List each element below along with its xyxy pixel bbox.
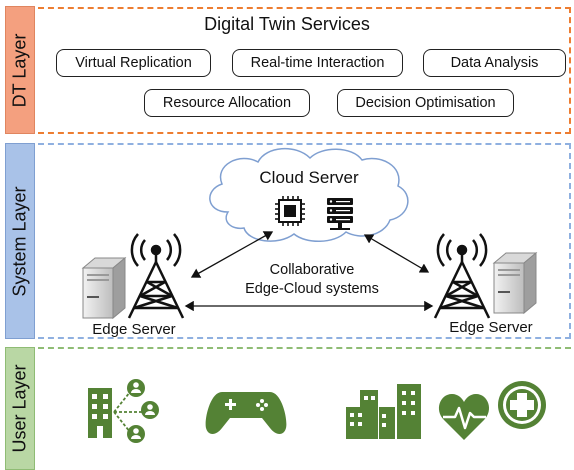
service-virtual-replication: Virtual Replication	[56, 49, 211, 77]
gamepad-icon	[205, 392, 287, 434]
service-decision-optimisation: Decision Optimisation	[337, 89, 514, 117]
user-layer-frame	[38, 347, 571, 467]
medical-cross-icon	[498, 381, 546, 429]
service-real-time-interaction: Real-time Interaction	[232, 49, 403, 77]
cloud-icon	[209, 147, 409, 242]
collaborative-label-line1: Collaborative	[269, 262, 355, 278]
system-layer-frame	[38, 143, 571, 339]
dt-layer-tab: DT Layer	[5, 6, 35, 134]
collaborative-label-line2: Edge-Cloud systems	[245, 281, 379, 297]
edge-server-right-label: Edge Server	[449, 319, 533, 336]
edge-tower-right-icon	[433, 233, 491, 319]
connection-arrows	[184, 231, 434, 312]
dt-layer-frame	[38, 7, 571, 134]
server-stack-icon	[327, 198, 353, 230]
edge-tower-left-icon	[127, 233, 185, 319]
service-resource-allocation: Resource Allocation	[144, 89, 310, 117]
edge-server-right-box-icon	[492, 251, 538, 315]
building-network-icon	[88, 379, 159, 443]
health-heart-icon	[438, 394, 490, 440]
dt-services-title: Digital Twin Services	[204, 14, 370, 34]
cpu-icon	[275, 196, 305, 226]
edge-server-left-label: Edge Server	[92, 321, 176, 338]
cloud-server-label: Cloud Server	[259, 168, 359, 187]
service-data-analysis: Data Analysis	[423, 49, 566, 77]
edge-server-left-box-icon	[81, 256, 127, 320]
city-buildings-icon	[346, 384, 421, 439]
system-layer-tab: System Layer	[5, 143, 35, 339]
